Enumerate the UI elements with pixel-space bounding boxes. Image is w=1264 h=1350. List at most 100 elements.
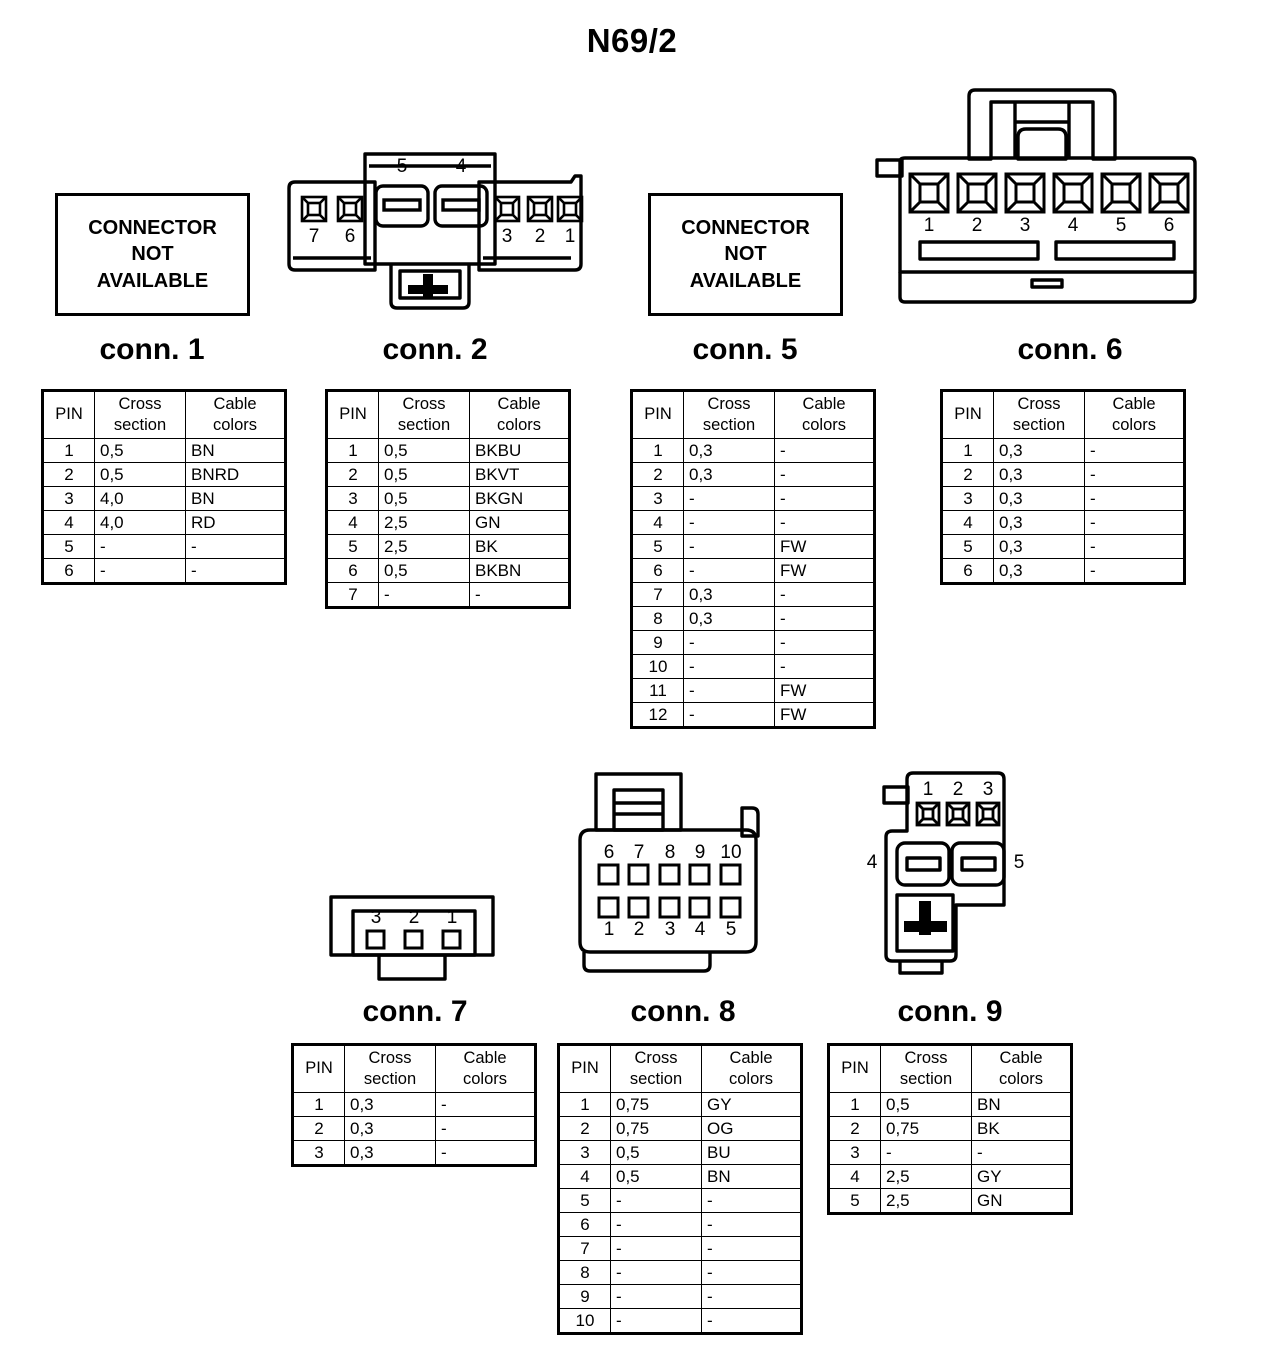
cell-cable-colors: BN <box>701 1164 802 1189</box>
na-line-1: CONNECTOR <box>681 216 810 239</box>
cell-pin: 2 <box>941 462 994 487</box>
cell-pin: 1 <box>828 1092 881 1117</box>
cell-cable-colors: - <box>774 462 875 487</box>
pin-label-conn8-7: 7 <box>633 842 645 863</box>
cell-cable-colors: - <box>185 534 286 559</box>
cell-pin: 3 <box>631 486 684 511</box>
cell-cross-section: 0,5 <box>94 438 186 463</box>
cell-pin: 1 <box>326 438 379 463</box>
cell-cable-colors: GN <box>469 510 570 535</box>
cell-pin: 5 <box>828 1188 881 1214</box>
na-line-1: CONNECTOR <box>88 216 217 239</box>
cell-pin: 10 <box>558 1308 611 1334</box>
cell-cable-colors: - <box>1084 558 1185 584</box>
cell-cable-colors: - <box>701 1212 802 1237</box>
cell-cross-section: 0,3 <box>344 1140 436 1166</box>
cell-cross-section: - <box>610 1188 702 1213</box>
pin-label-conn6-5: 5 <box>1115 215 1127 236</box>
connector-6-graphic: 1 2 3 4 5 6 <box>872 82 1212 312</box>
cell-cable-colors: - <box>774 438 875 463</box>
connector-7-graphic: 3 2 1 <box>327 893 497 983</box>
pin-label-conn2-7: 7 <box>308 226 320 247</box>
table-row: 5-FW <box>631 534 875 559</box>
cell-cross-section: 4,0 <box>94 486 186 511</box>
cell-pin: 4 <box>828 1164 881 1189</box>
cell-cable-colors: - <box>1084 462 1185 487</box>
cell-cable-colors: BK <box>469 534 570 559</box>
table-row: 7-- <box>326 582 570 608</box>
cell-cable-colors: - <box>701 1284 802 1309</box>
cell-cable-colors: FW <box>774 702 875 728</box>
connector-not-available-box-conn5: CONNECTOR NOT AVAILABLE <box>648 193 843 316</box>
cell-cross-section: - <box>610 1284 702 1309</box>
header-pin: PIN <box>631 390 684 439</box>
cell-pin: 1 <box>292 1092 345 1117</box>
cell-pin: 5 <box>326 534 379 559</box>
cell-cable-colors: RD <box>185 510 286 535</box>
cell-cable-colors: - <box>774 654 875 679</box>
cell-cable-colors: - <box>185 558 286 584</box>
cell-pin: 11 <box>631 678 684 703</box>
table-row: 10-- <box>558 1308 802 1334</box>
pin-label-conn2-6: 6 <box>344 226 356 247</box>
connector-8-graphic: 6 7 8 9 10 1 2 3 4 5 <box>566 770 781 975</box>
cell-cable-colors: BKBU <box>469 438 570 463</box>
cell-cross-section: - <box>610 1236 702 1261</box>
pin-label-conn7-3: 3 <box>370 907 382 928</box>
header-pin: PIN <box>292 1044 345 1093</box>
cell-pin: 1 <box>631 438 684 463</box>
cell-pin: 5 <box>941 534 994 559</box>
cell-cable-colors: - <box>774 606 875 631</box>
pin-label-conn6-2: 2 <box>971 215 983 236</box>
pin-label-conn2-1: 1 <box>564 226 576 247</box>
cell-cable-colors: BK <box>971 1116 1072 1141</box>
cell-cross-section: 0,3 <box>993 438 1085 463</box>
pin-label-conn8-8: 8 <box>664 842 676 863</box>
cell-pin: 3 <box>292 1140 345 1166</box>
na-line-3: AVAILABLE <box>689 269 802 292</box>
cell-cross-section: 0,3 <box>683 438 775 463</box>
cell-cable-colors: FW <box>774 534 875 559</box>
cell-cross-section: - <box>880 1140 972 1165</box>
cell-pin: 3 <box>326 486 379 511</box>
pin-label-conn7-1: 1 <box>446 907 458 928</box>
table-row: 5-- <box>558 1188 802 1213</box>
table-row: 6-- <box>42 558 286 584</box>
pin-label-conn9-3: 3 <box>982 779 994 800</box>
pin-label-conn9-1: 1 <box>922 779 934 800</box>
pin-label-conn2-3: 3 <box>501 226 513 247</box>
cell-cross-section: - <box>683 654 775 679</box>
cell-cable-colors: - <box>774 486 875 511</box>
cell-cross-section: 0,3 <box>683 606 775 631</box>
caption-conn9: conn. 9 <box>897 995 1003 1028</box>
cell-cross-section: 4,0 <box>94 510 186 535</box>
na-line-3: AVAILABLE <box>96 269 209 292</box>
header-pin: PIN <box>42 390 95 439</box>
cell-cross-section: 0,3 <box>993 462 1085 487</box>
cell-pin: 2 <box>326 462 379 487</box>
cell-cross-section: - <box>683 558 775 583</box>
